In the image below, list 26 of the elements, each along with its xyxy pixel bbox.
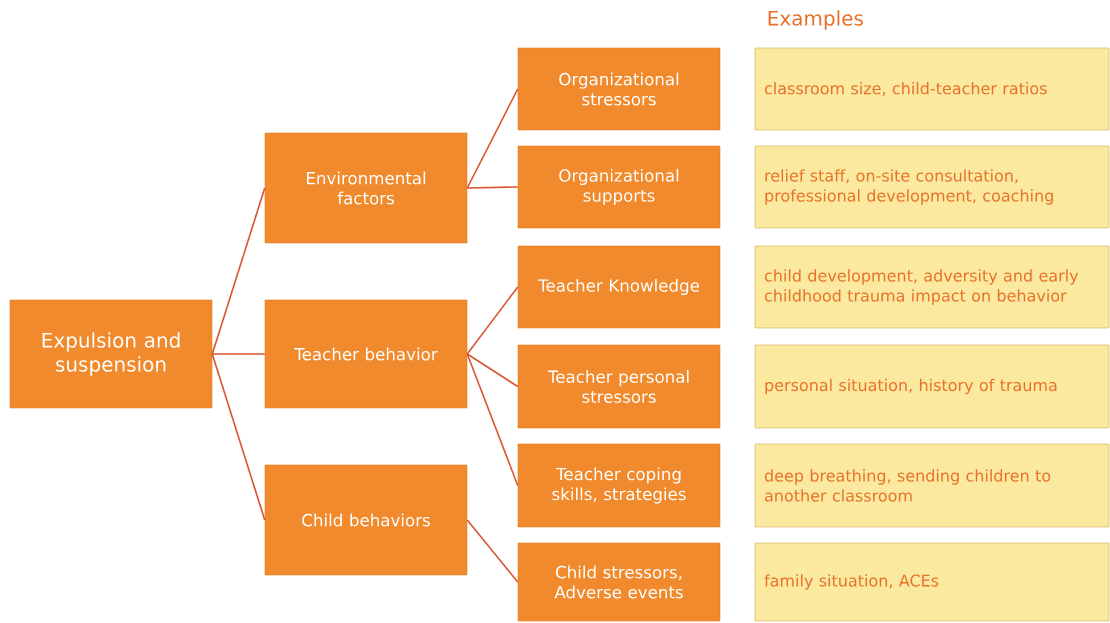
category-box: Teacher behavior <box>264 299 468 409</box>
factor-box: Teacher Knowledge <box>517 245 721 329</box>
connector-line <box>466 353 519 388</box>
example-box: deep breathing, sending children to another classroom <box>754 443 1110 528</box>
factor-box: Organizational stressors <box>517 47 721 131</box>
factor-box: Organizational supports <box>517 145 721 229</box>
column-heading: Examples <box>768 10 863 30</box>
category-box: Environmental factors <box>264 132 468 244</box>
example-box: relief staff, on-site consultation, professional development, coaching <box>754 145 1110 229</box>
example-box: personal situation, history of trauma <box>754 344 1110 429</box>
factor-box: Teacher personal stressors <box>517 344 721 429</box>
factor-box: Child stressors, Adverse events <box>517 542 721 622</box>
category-box: Child behaviors <box>264 464 468 576</box>
example-box: family situation, ACEs <box>754 542 1110 622</box>
connector-line <box>211 187 266 355</box>
connector-line <box>466 186 519 189</box>
connector-line <box>466 88 519 189</box>
connector-line <box>211 353 266 355</box>
factor-box: Teacher coping skills, strategies <box>517 443 721 528</box>
connector-line <box>466 286 519 355</box>
example-box: classroom size, child-teacher ratios <box>754 47 1110 131</box>
example-box: child development, adversity and early childhood trauma impact on behavior <box>754 245 1110 329</box>
root-box: Expulsion and suspension <box>9 299 213 409</box>
connector-line <box>466 519 519 583</box>
connector-line <box>211 353 266 521</box>
connector-line <box>466 353 519 487</box>
